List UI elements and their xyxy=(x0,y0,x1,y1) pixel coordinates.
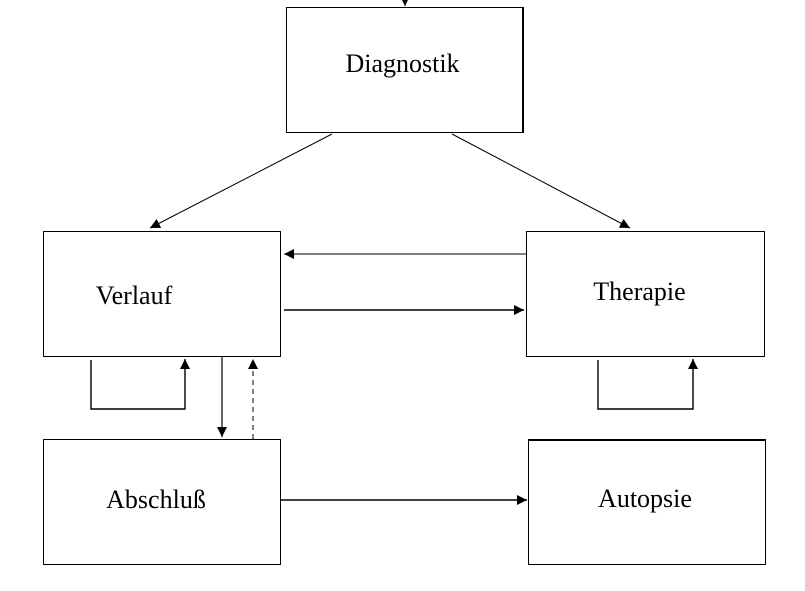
edge-diagnostik-verlauf xyxy=(149,133,333,229)
node-verlauf-label: Verlauf xyxy=(95,281,173,310)
node-therapie-label: Therapie xyxy=(593,277,686,306)
node-diagnostik-label: Diagnostik xyxy=(345,49,460,78)
node-diagnostik: Diagnostik xyxy=(286,7,524,133)
edge-diagnostik-therapie xyxy=(451,133,631,229)
node-autopsie: Autopsie xyxy=(528,439,766,565)
node-verlauf: Verlauf xyxy=(43,231,281,357)
node-therapie: Therapie xyxy=(526,231,765,357)
node-autopsie-label: Autopsie xyxy=(598,483,692,513)
node-abschluss: Abschluß xyxy=(43,439,281,565)
edge-therapie-self-loop xyxy=(597,359,698,410)
edge-verlauf-self-loop xyxy=(90,359,190,410)
node-abschluss-label: Abschluß xyxy=(106,485,206,514)
